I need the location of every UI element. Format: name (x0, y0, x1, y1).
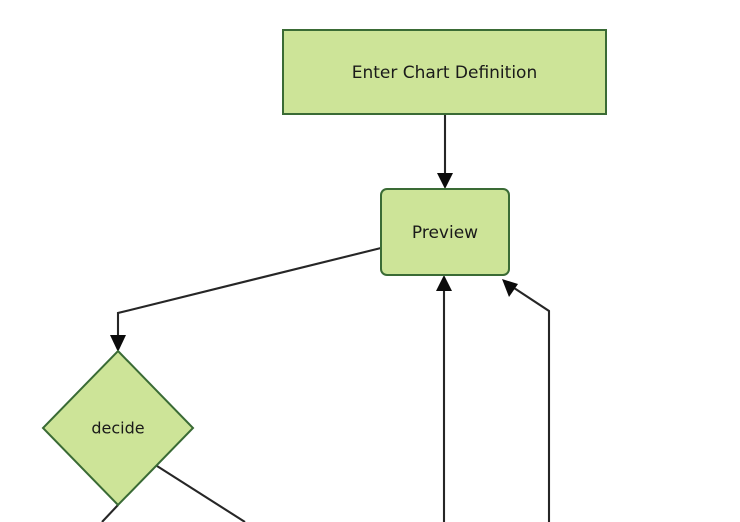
edge-decide-out-left (101, 504, 119, 522)
edge-enter-to-preview-arrowhead (437, 173, 453, 189)
edge-preview-to-decide (110, 246, 382, 352)
edge-decide-out-left-line (101, 504, 119, 522)
node-decide[interactable]: decide (41, 349, 195, 507)
node-decide-shape[interactable] (41, 349, 195, 507)
edge-enter-to-preview (437, 114, 453, 189)
node-preview-shape[interactable] (380, 188, 510, 276)
node-enter-chart-definition-label: Enter Chart Definition (352, 63, 537, 83)
edge-preview-to-decide-arrowhead (110, 335, 126, 352)
edge-preview-to-decide-line (116, 246, 382, 343)
edge-return-right-to-preview-line (507, 283, 551, 522)
edge-return-center-to-preview-arrowhead (436, 275, 452, 291)
node-decide-label: decide (91, 419, 144, 438)
edge-decide-out-right (156, 465, 246, 522)
node-enter-chart-definition[interactable]: Enter Chart Definition (282, 29, 607, 115)
node-preview[interactable]: Preview (380, 188, 510, 276)
node-preview-label: Preview (412, 223, 478, 243)
edge-return-right-to-preview (502, 279, 551, 522)
edge-decide-out-right-line (156, 465, 246, 522)
edge-return-right-to-preview-arrowhead (502, 279, 518, 297)
edge-return-center-to-preview (436, 275, 452, 522)
node-enter-chart-definition-shape[interactable] (282, 29, 607, 115)
